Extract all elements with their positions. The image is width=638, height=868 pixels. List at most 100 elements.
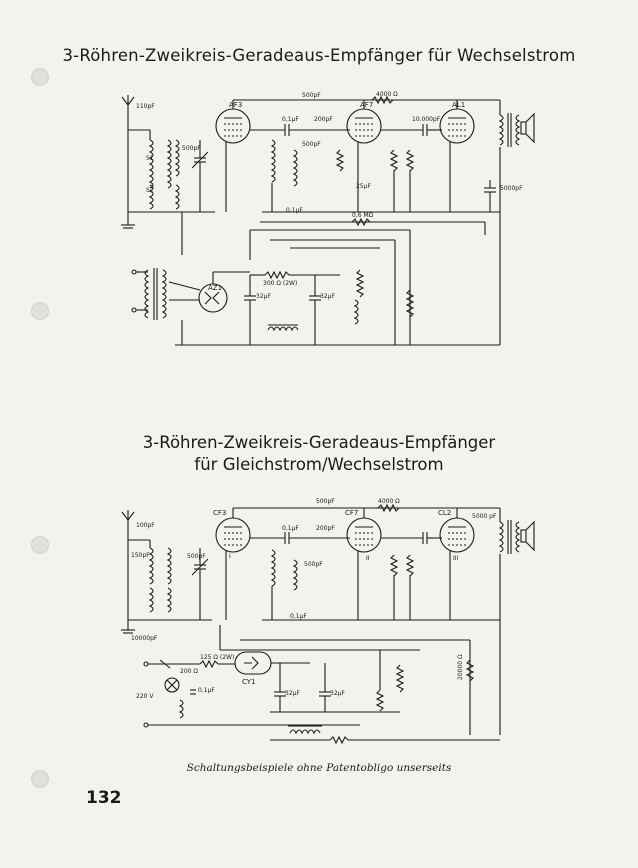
output-capacitor <box>381 532 442 544</box>
c-tone-label: 5000pF <box>500 185 523 192</box>
r-mid3 <box>405 149 415 172</box>
diagram-dc-title-line1: 3-Röhren-Zweikreis-Geradeaus-Empfänger <box>142 433 496 452</box>
tube-cl2 <box>439 508 475 620</box>
tube-cy1-label: CY1 <box>242 678 256 686</box>
heater-chain <box>219 625 475 735</box>
stage2-coils <box>262 139 345 213</box>
c-ant-label: 110pF <box>136 103 155 110</box>
mains-capacitor <box>190 689 196 695</box>
c-filter1-label: 32µF <box>256 293 271 300</box>
diagram-dc-title-line2: für Gleichstrom/Wechselstrom <box>194 455 444 474</box>
page-number: 132 <box>86 788 122 808</box>
pilot-lamp-icon <box>164 677 180 693</box>
filter-capacitor-1 <box>274 663 286 712</box>
r-series-label: 125 Ω (2W) <box>200 654 234 661</box>
filter-capacitor-2 <box>309 275 321 345</box>
tube-al1-label: AL1 <box>452 101 465 109</box>
tube-cf3-label: CF3 <box>213 509 226 517</box>
c-cathode-label: 25µF <box>356 183 371 190</box>
r-mid2 <box>389 554 399 577</box>
c-coupling1-label: 0,1µF <box>282 116 299 123</box>
roman-3: III <box>453 555 459 562</box>
c-top1-label: 500pF <box>302 92 321 99</box>
s2-label: S2 <box>146 187 154 194</box>
heater-coil <box>178 699 184 719</box>
r-divider <box>395 664 405 693</box>
r-mid2 <box>389 149 399 172</box>
diagram-ac-title: 3-Röhren-Zweikreis-Geradeaus-Empfänger f… <box>62 46 576 65</box>
binder-hole <box>31 68 49 86</box>
diagram-dc-title: 3-Röhren-Zweikreis-Geradeaus-Empfänger f… <box>0 432 638 476</box>
tube-cy1 <box>234 651 310 675</box>
r-lamp-label: 200 Ω <box>180 668 198 675</box>
c-grid-label: 200pF <box>316 525 335 532</box>
c-ant2-label: 150pF <box>131 552 150 559</box>
r-divider-2 <box>375 689 385 712</box>
tuning-capacitor <box>191 548 209 620</box>
binder-hole <box>31 770 49 788</box>
figure-caption: Schaltungsbeispiele ohne Patentobligo un… <box>186 762 452 774</box>
tube-cf7-label: CF7 <box>345 509 358 517</box>
s1-label: S1 <box>146 155 154 162</box>
stage2-coils <box>262 549 345 621</box>
c-ant-label: 100pF <box>136 522 155 529</box>
power-wiring <box>181 212 411 345</box>
roman-1: I <box>229 553 231 560</box>
tube-az1 <box>168 271 250 313</box>
c-tuning2-label: 500pF <box>304 561 323 568</box>
mains-label: 220 V <box>136 693 154 700</box>
r-grid <box>351 217 371 227</box>
choke-coil <box>289 729 321 735</box>
tube-af7 <box>346 100 382 212</box>
output-capacitor <box>381 124 442 136</box>
c-earth-label: 10000pF <box>131 635 158 642</box>
r-field <box>264 270 290 280</box>
c-tuning-label: 500pF <box>182 145 201 152</box>
c-filter2-label: 32µF <box>330 690 345 697</box>
antenna-symbol <box>121 95 135 229</box>
c-filter1-label: 32µF <box>285 690 300 697</box>
r-top <box>371 95 394 105</box>
choke-coil <box>267 326 299 332</box>
c-filter2-label: 32µF <box>320 293 335 300</box>
mains-input <box>143 659 360 728</box>
coil-divider <box>353 299 359 325</box>
r-mid1 <box>335 149 345 172</box>
c-coupling1-label: 0,1µF <box>282 525 299 532</box>
r-top-label: 4000 Ω <box>376 91 398 98</box>
speaker-icon <box>520 112 535 144</box>
tube-az1-label: AZ1 <box>208 284 222 292</box>
tube-cf7 <box>346 508 382 620</box>
c-tuning-label: 500pF <box>187 553 206 560</box>
antenna-symbol <box>121 510 135 634</box>
coupling-capacitor <box>250 532 350 544</box>
r-series <box>199 659 219 669</box>
pilot-lamp-cross <box>166 679 178 691</box>
r-field-label: 300 Ω (2W) <box>263 280 297 287</box>
r-divider <box>355 269 365 298</box>
c-top1-label: 500pF <box>316 498 335 505</box>
r-top <box>377 503 400 513</box>
tube-af3 <box>215 100 251 212</box>
tube-cf3 <box>215 508 251 620</box>
binder-hole <box>31 536 49 554</box>
r-mid3 <box>405 554 415 577</box>
tone-capacitor <box>484 180 496 212</box>
input-coils <box>128 539 212 621</box>
mains-transformer <box>131 268 167 320</box>
r-heater-label: 20000 Ω <box>457 654 464 680</box>
roman-2: II <box>366 555 370 562</box>
tube-af7-label: AF7 <box>360 101 373 109</box>
coupling-capacitor <box>250 124 350 136</box>
c-out-label: 5000 pF <box>472 513 497 520</box>
speaker-icon <box>520 520 535 552</box>
binder-hole <box>31 302 49 320</box>
c-mains-label: 0,1µF <box>198 687 215 694</box>
tuning-capacitor <box>191 140 209 212</box>
tube-cl2-label: CL2 <box>438 509 451 517</box>
output-transformer <box>498 100 521 147</box>
r-grid-label: 0,6 MΩ <box>352 212 374 219</box>
c-bypass-label: 0,1µF <box>286 207 303 214</box>
